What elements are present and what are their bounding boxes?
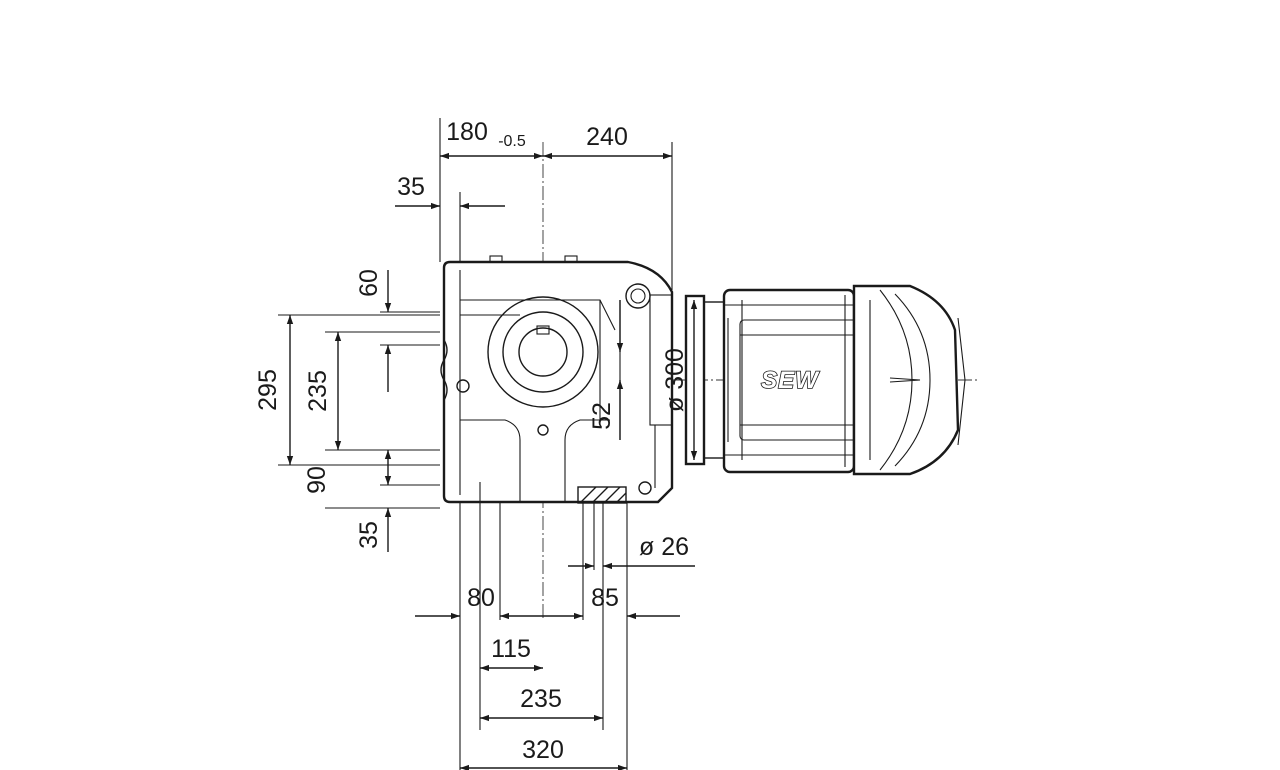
dim-hole-diameter: ø 26 [639,533,689,561]
dim-180-tolerance: -0.5 [498,133,526,150]
motor-brand-logo: SEW [761,367,820,394]
extension-lines [278,118,673,770]
dim-180: 180 [446,118,488,146]
dim-flange-diameter: ø 300 [661,348,689,412]
dim-35-top: 35 [397,173,425,201]
gear-unit-housing [440,255,674,504]
dim-60: 60 [355,269,383,297]
dim-295: 295 [254,369,282,411]
dim-90: 90 [303,466,331,494]
dim-80: 80 [467,584,495,612]
dim-115: 115 [491,635,531,663]
dim-235-left: 235 [304,370,332,412]
dim-52: 52 [588,402,616,430]
dim-320: 320 [522,736,564,764]
dim-85: 85 [591,584,619,612]
dim-35-bottom: 35 [355,521,383,549]
dim-235-bottom: 235 [520,685,562,713]
motor-fan-cover [852,284,966,476]
dimension-lines [286,152,698,770]
dim-240: 240 [586,123,628,151]
